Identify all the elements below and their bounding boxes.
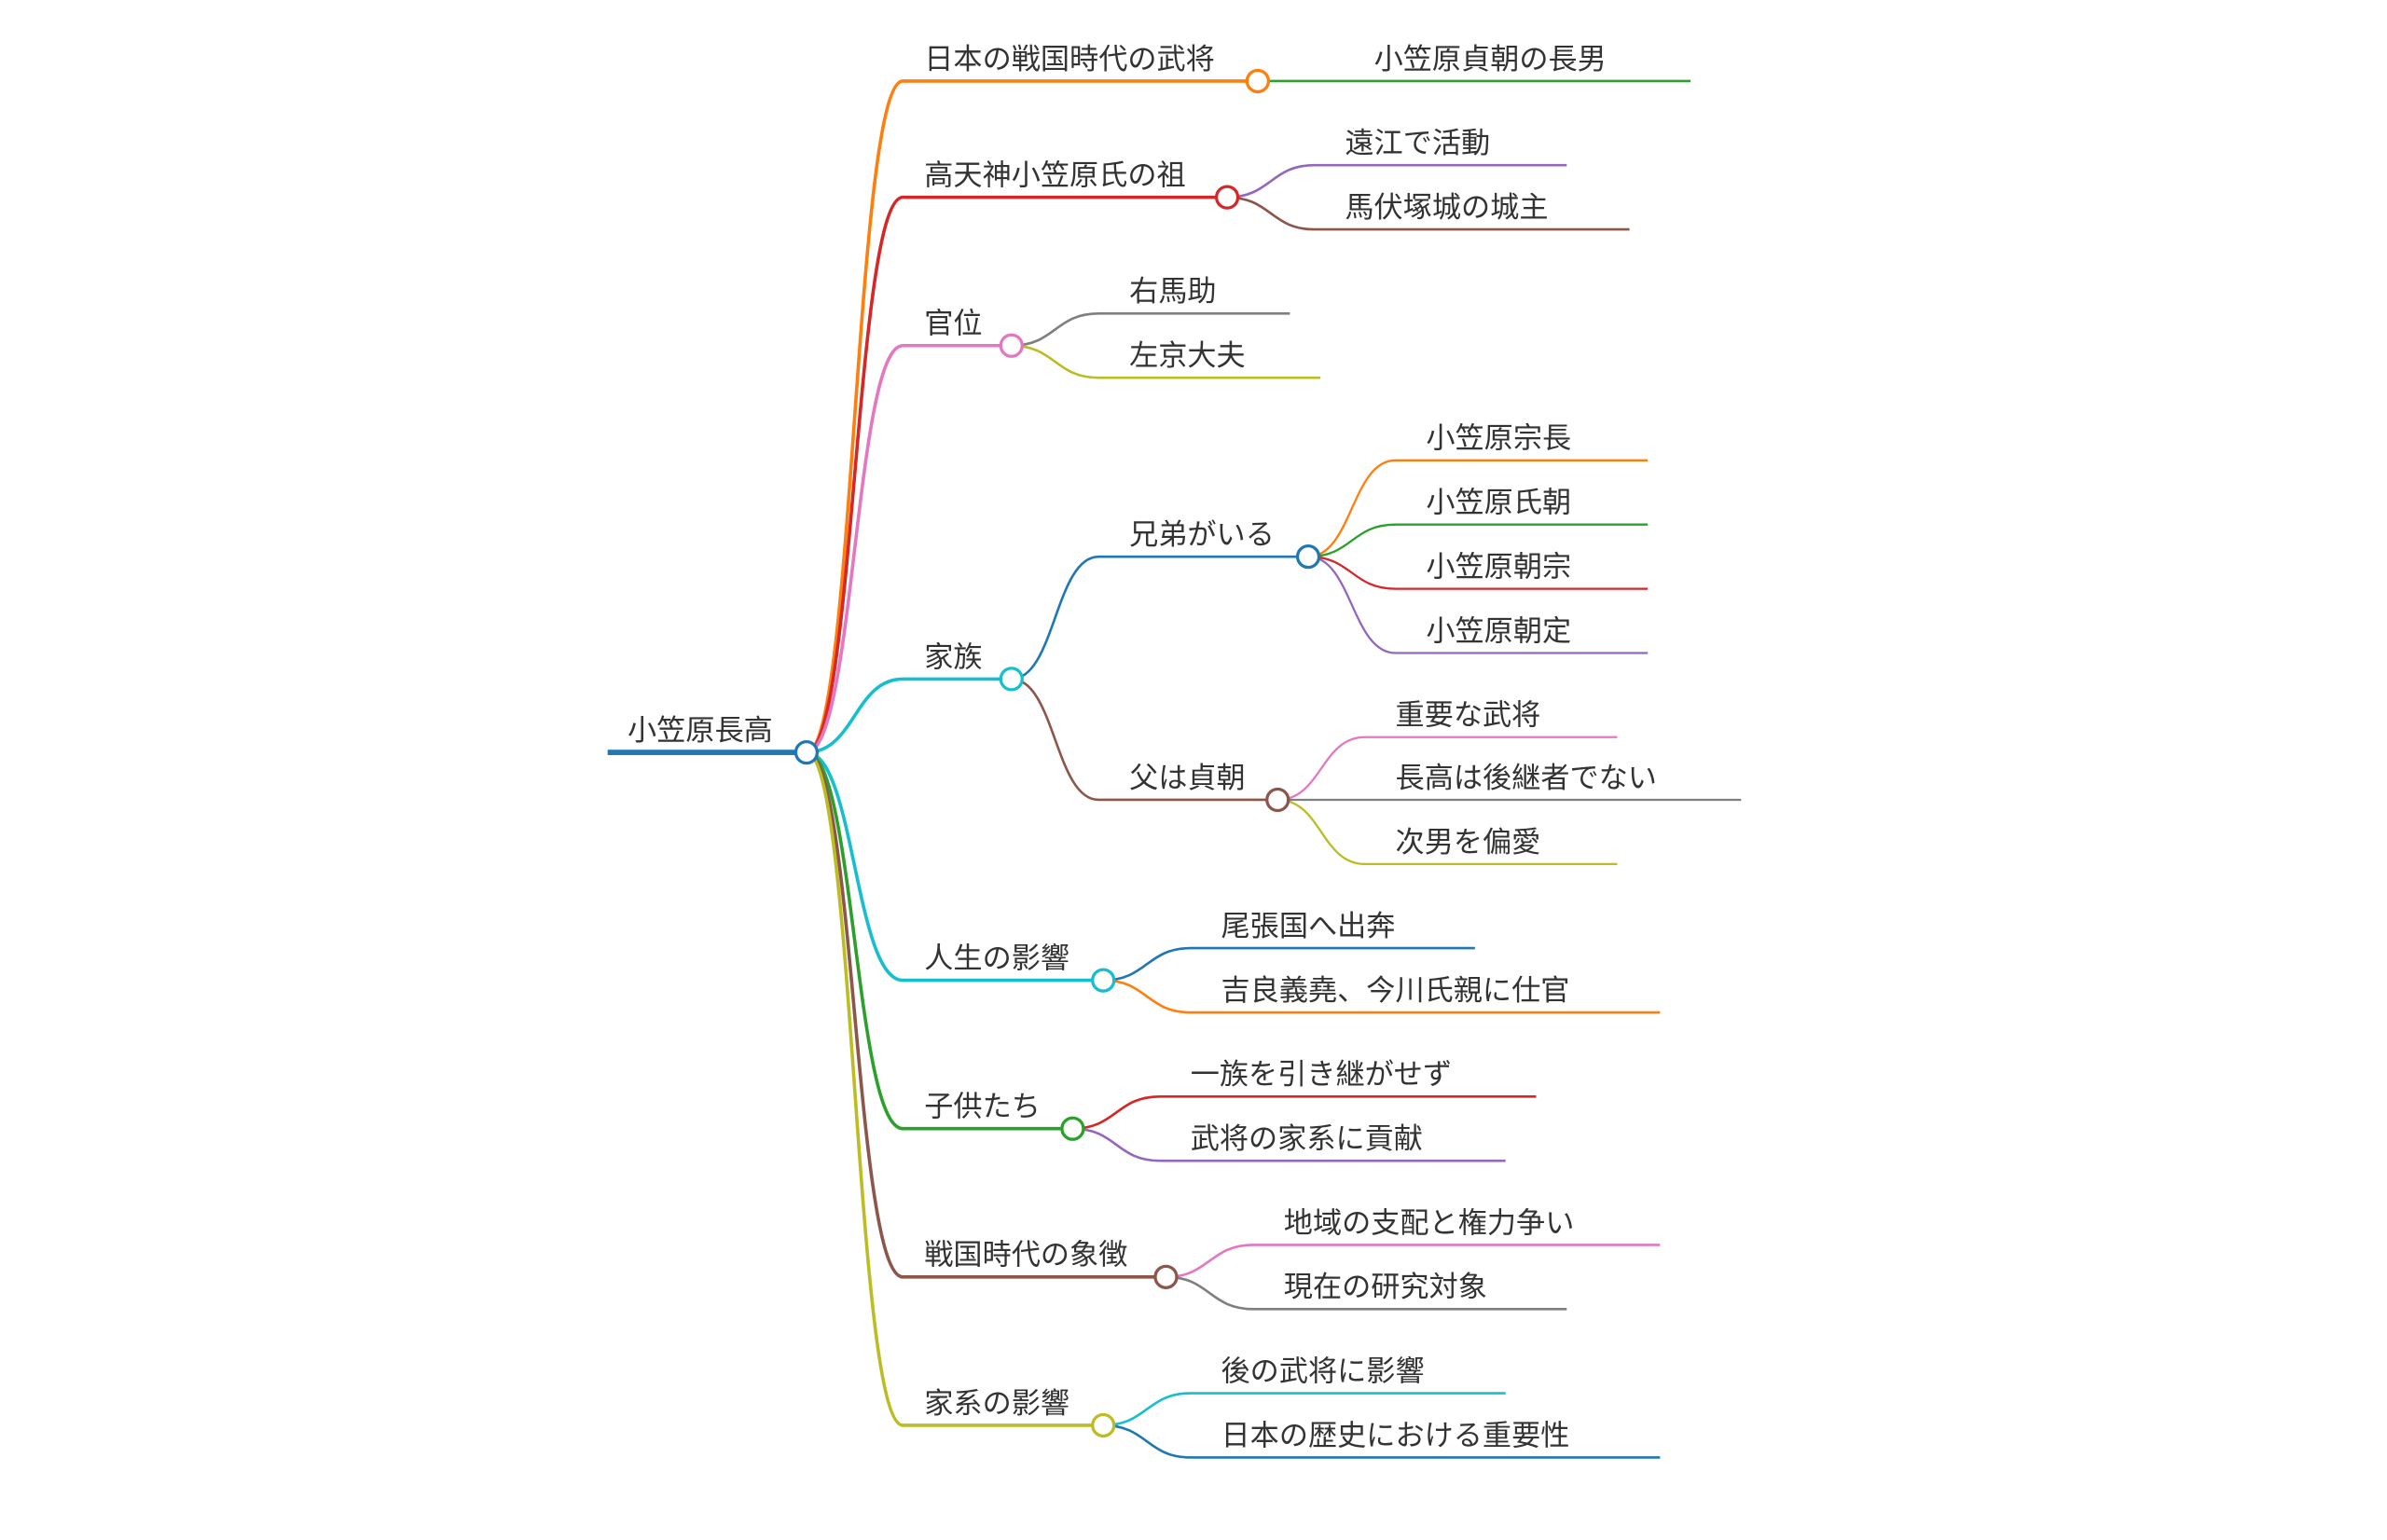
grandchild-node-label[interactable]: 小笠原宗長 [1426,422,1571,456]
edges [607,79,1742,1459]
edge-root-to-branch [806,677,1012,754]
branch-node-toggle[interactable] [1245,68,1271,94]
child-node-label[interactable]: 武将の家系に貢献 [1191,1122,1423,1156]
edge-branch-to-child [1227,196,1630,231]
edge-branch-to-child [1103,1392,1506,1427]
grandchild-node-label[interactable]: 長高は後継者でない [1396,762,1657,795]
child-node-label[interactable]: 小笠原貞朝の長男 [1374,43,1607,76]
edge-child-to-grandchild [1308,459,1649,558]
branch-node-label[interactable]: 官位 [924,308,982,341]
branch-node-toggle[interactable] [1153,1264,1179,1289]
edge-branch-to-child [1072,1127,1506,1162]
edge-root-to-branch [806,750,1104,1427]
root-node-toggle[interactable] [793,740,820,765]
branch-node-label[interactable]: 高天神小笠原氏の祖 [924,159,1185,193]
grandchild-node-label[interactable]: 小笠原朝宗 [1426,550,1571,584]
edge-root-to-branch [806,750,1104,983]
edge-root-to-branch [806,79,1258,754]
grandchild-node-label[interactable]: 重要な武将 [1396,699,1541,733]
child-node-label[interactable]: 日本の歴史における重要性 [1221,1419,1570,1452]
edge-branch-to-child [1011,311,1290,348]
branch-node-label[interactable]: 家族 [924,640,982,674]
branch-node-toggle[interactable] [1060,1116,1085,1141]
branch-node-toggle[interactable] [999,333,1024,358]
branch-node-label[interactable]: 人生の影響 [924,942,1069,975]
edge-child-to-grandchild [1308,555,1649,654]
edge-child-to-grandchild [1308,555,1649,590]
branch-node-toggle[interactable] [1091,1412,1116,1438]
edge-branch-to-child [1072,1094,1537,1131]
edge-branch-to-child [1166,1275,1567,1311]
branch-node-toggle[interactable] [1091,968,1116,993]
branch-node-label[interactable]: 家系の影響 [924,1387,1069,1421]
child-node-label[interactable]: 尾張国へ出奔 [1221,910,1396,943]
child-node-label[interactable]: 馬伏塚城の城主 [1345,191,1548,225]
branch-node-label[interactable]: 戦国時代の象徴 [924,1239,1127,1272]
edge-branch-to-child [1103,979,1661,1014]
child-node-toggle[interactable] [1265,787,1290,813]
edge-child-to-grandchild [1277,736,1618,802]
edge-branch-to-child [1227,163,1567,199]
edge-root-to-branch [806,750,1073,1131]
edge-branch-to-child [1103,946,1475,982]
edge-branch-to-child [1011,344,1321,379]
child-node-label[interactable]: 左京大夫 [1129,339,1246,373]
child-node-label[interactable]: 父は貞朝 [1129,762,1246,795]
child-node-label[interactable]: 兄弟がいる [1129,518,1275,552]
child-node-label[interactable]: 地域の支配と権力争い [1284,1206,1575,1240]
child-node-toggle[interactable] [1295,544,1321,570]
branch-node-toggle[interactable] [1214,185,1240,210]
child-node-label[interactable]: 現在の研究対象 [1284,1271,1487,1304]
child-node-label[interactable]: 右馬助 [1129,275,1216,309]
root-node-label[interactable]: 小笠原長高 [628,714,773,748]
edge-root-to-branch [806,750,1166,1279]
grandchild-node-label[interactable]: 小笠原氏朝 [1426,487,1571,520]
branch-node-toggle[interactable] [999,667,1024,692]
child-node-label[interactable]: 吉良義堯、今川氏親に仕官 [1221,974,1570,1008]
branch-node-label[interactable]: 子供たち [924,1091,1041,1124]
branch-node-label[interactable]: 日本の戦国時代の武将 [924,43,1215,76]
grandchild-node-label[interactable]: 小笠原朝定 [1426,614,1571,648]
grandchild-node-label[interactable]: 次男を偏愛 [1396,826,1541,859]
edge-branch-to-child [1166,1244,1661,1279]
child-node-label[interactable]: 遠江で活動 [1345,127,1490,160]
edge-root-to-branch [806,195,1228,754]
edge-branch-to-child [1011,555,1309,681]
child-node-label[interactable]: 一族を引き継がせず [1191,1058,1452,1092]
edge-root-to-branch [806,343,1012,754]
child-node-label[interactable]: 後の武将に影響 [1221,1354,1425,1388]
edge-child-to-grandchild [1277,798,1618,866]
edge-branch-to-child [1103,1423,1661,1459]
edge-branch-to-child [1011,678,1278,802]
edge-child-to-grandchild [1308,523,1649,558]
